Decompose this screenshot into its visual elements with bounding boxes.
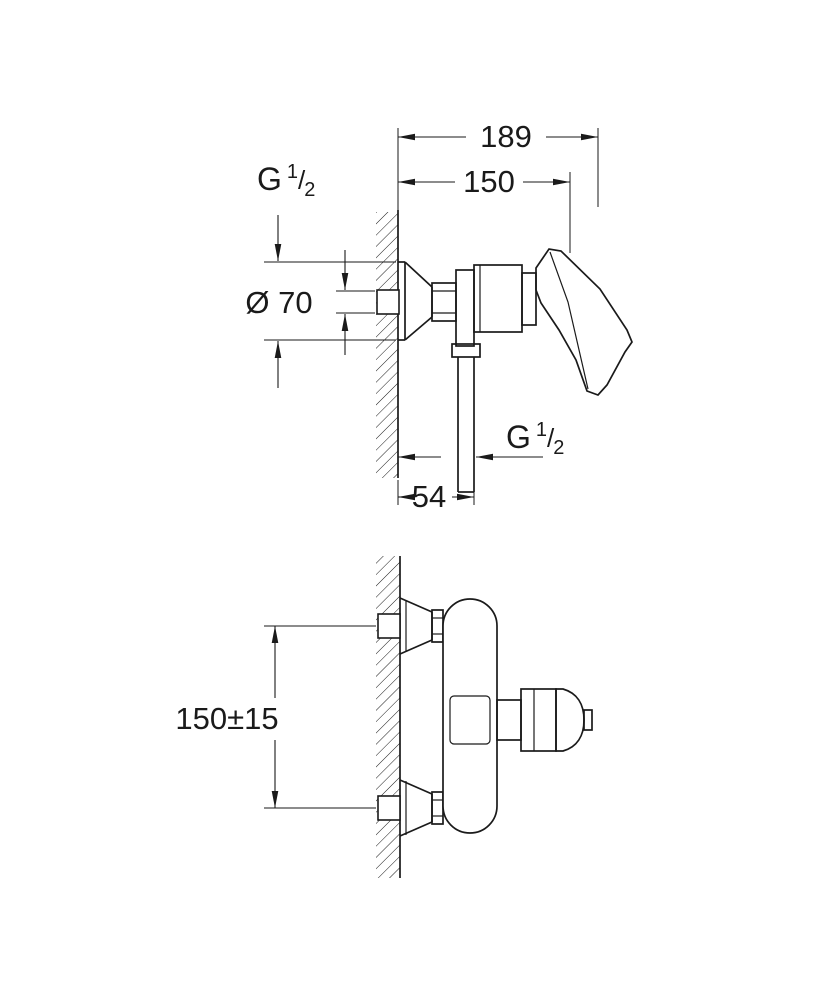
dimension-54: 54 xyxy=(397,479,475,514)
handle-body-front xyxy=(520,688,557,752)
thread-outlet-num: 1 xyxy=(536,419,547,441)
nut-top-front xyxy=(431,609,444,643)
nut-bottom-front xyxy=(431,791,444,825)
faucet-front xyxy=(377,597,593,837)
cartridge-front-plate xyxy=(449,695,491,745)
connection-nut xyxy=(431,282,457,322)
cartridge-housing xyxy=(473,264,523,333)
escutcheon-bottom-upper xyxy=(399,779,433,795)
thread-outlet-slash: / xyxy=(547,423,555,453)
handle-stub xyxy=(496,699,522,741)
thread-inlet-num: 1 xyxy=(287,161,298,183)
thread-outlet-den: 2 xyxy=(553,437,564,459)
front-view: 150±15 xyxy=(175,556,593,878)
thread-inlet-slash: / xyxy=(298,165,306,195)
escutcheon-top-upper xyxy=(399,597,433,613)
dim-text-54: 54 xyxy=(412,479,446,514)
inlet-union-square-top xyxy=(377,613,401,639)
thread-outlet-g: G xyxy=(506,419,531,455)
dimension-150: 150 xyxy=(398,164,571,253)
dim-text-mount: 150±15 xyxy=(175,701,278,736)
wall-hatch-front xyxy=(376,556,400,878)
dim-text-150: 150 xyxy=(463,164,515,199)
handle-end-tab xyxy=(583,709,593,731)
escutcheon-top-lower xyxy=(399,639,433,655)
faucet-side xyxy=(376,248,633,493)
wall-hatch xyxy=(376,212,398,478)
outlet-collar xyxy=(451,343,481,358)
dimension-mount-distance: 150±15 xyxy=(175,625,376,809)
inlet-union-square-bottom xyxy=(377,795,401,821)
dimension-189: 189 xyxy=(397,119,599,210)
dim-text-dia70: Ø 70 xyxy=(245,285,312,320)
thread-inlet-den: 2 xyxy=(304,179,315,201)
dimension-inlet-thread xyxy=(336,250,375,355)
inlet-union-square xyxy=(376,289,400,315)
lever-handle xyxy=(535,248,633,396)
wall-section-front xyxy=(376,556,401,878)
dim-text-189: 189 xyxy=(480,119,532,154)
escutcheon-cone-top xyxy=(404,261,433,288)
thread-inlet-g: G xyxy=(257,161,282,197)
dimension-dia70: Ø 70 xyxy=(245,215,396,388)
handle-cap xyxy=(521,272,537,326)
mixer-body-front xyxy=(442,598,498,834)
wall-section-side xyxy=(376,210,399,478)
escutcheon-bottom-lower xyxy=(399,821,433,837)
handle-end-cap xyxy=(555,688,585,752)
body-column xyxy=(455,269,475,347)
escutcheon-cone-bottom xyxy=(404,316,433,341)
lever-handle-edge-line xyxy=(549,251,589,390)
